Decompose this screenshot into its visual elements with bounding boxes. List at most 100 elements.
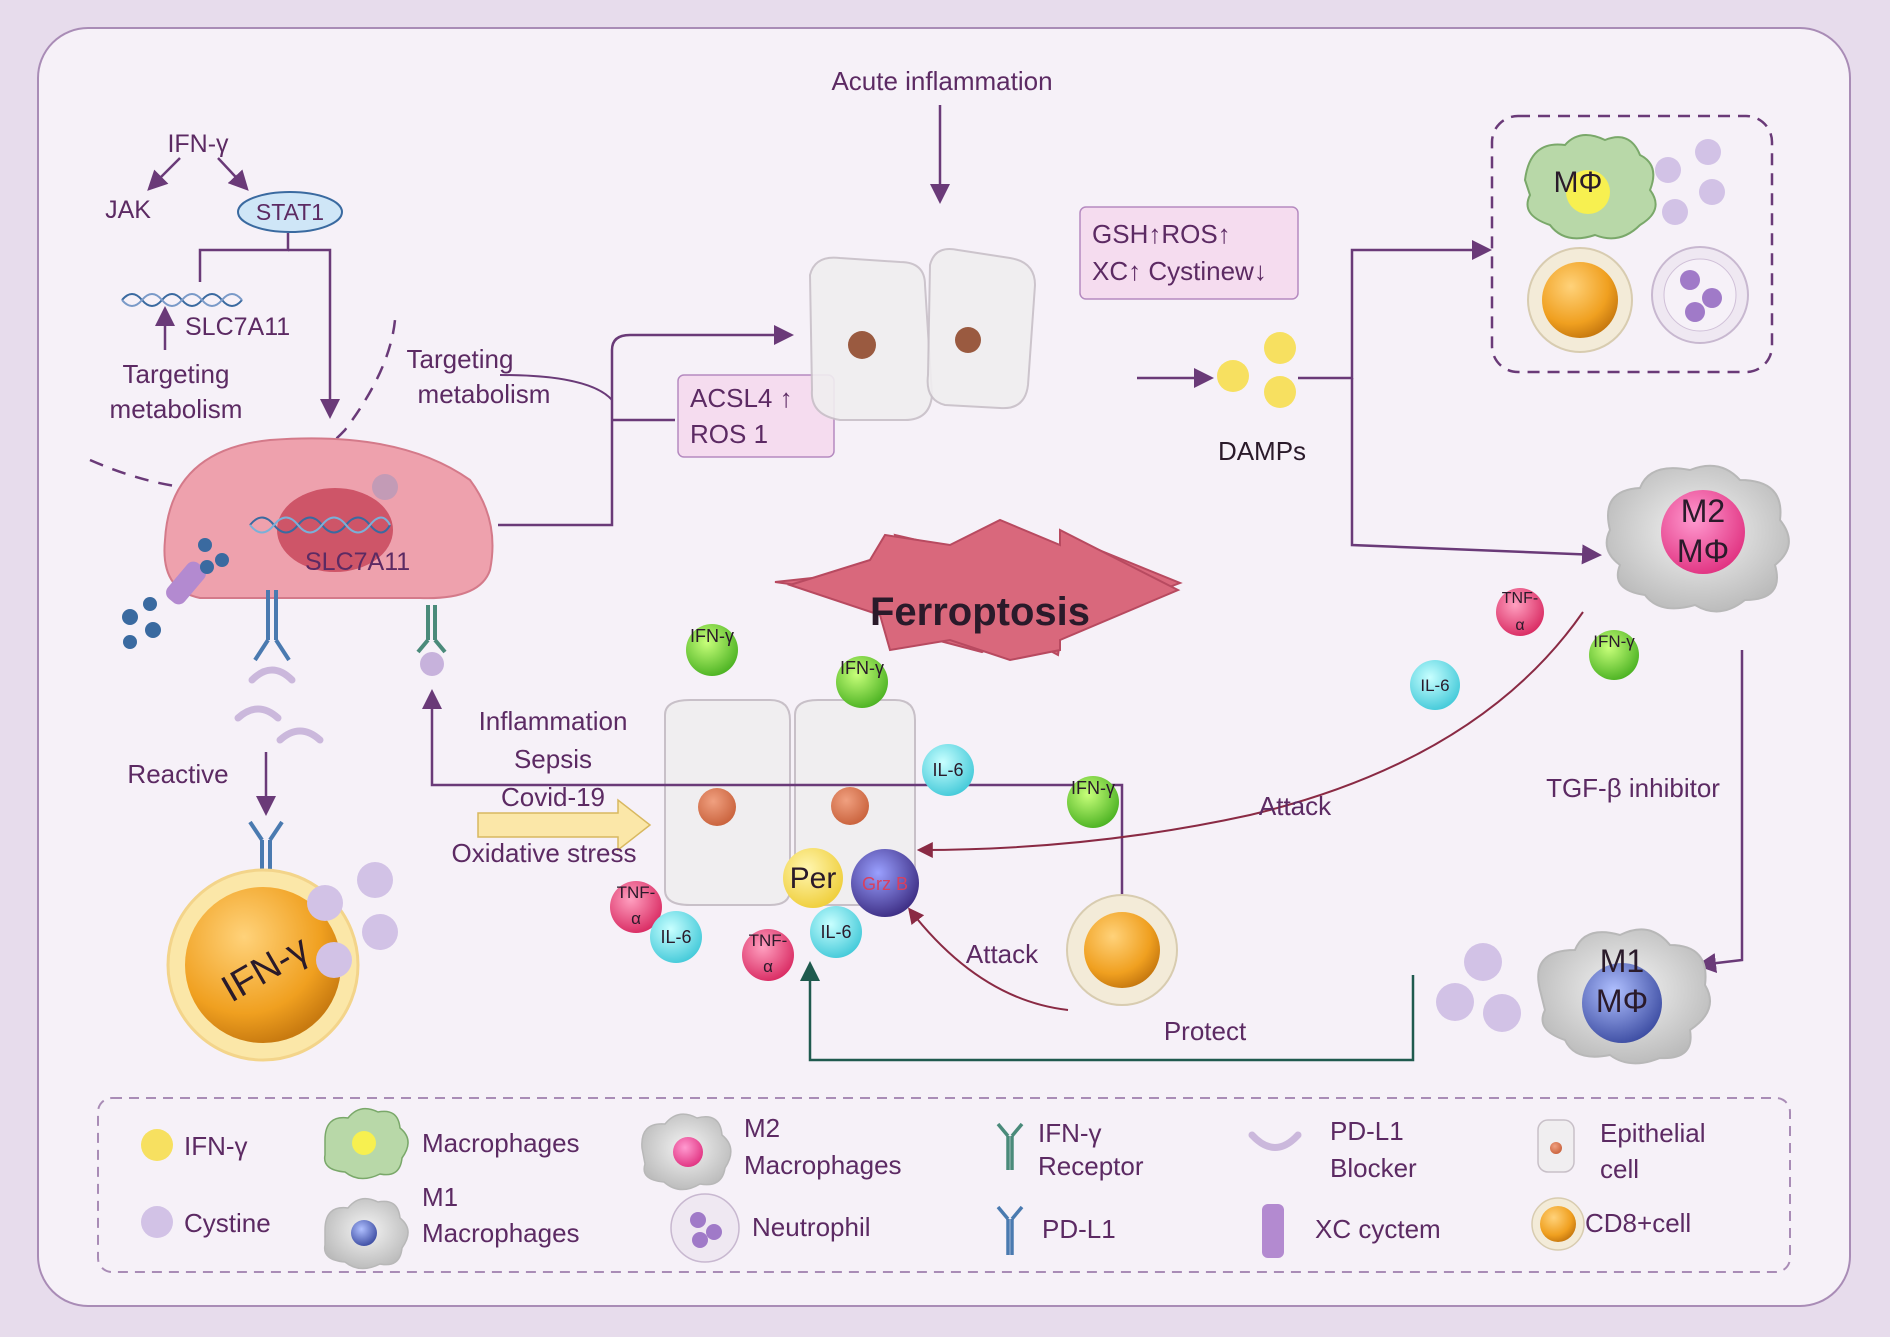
- m1-macrophage: M1 MΦ: [1537, 928, 1711, 1065]
- legend-m2-label-1: M2: [744, 1113, 780, 1143]
- legend-epithelial-label-2: cell: [1600, 1154, 1639, 1184]
- m2-label: M2: [1681, 493, 1725, 529]
- ifn-receptor-icon: [416, 605, 447, 654]
- legend-m2: M2 Macrophages: [641, 1113, 902, 1191]
- damps-cluster: [1217, 332, 1296, 408]
- tgf-label: TGF-β inhibitor: [1546, 773, 1720, 803]
- ifn-center-1-label: IFN-γ: [690, 626, 734, 646]
- legend-blocker-label-2: Blocker: [1330, 1153, 1417, 1183]
- inflammation-label: Inflammation: [479, 706, 628, 736]
- tnf-center-1-label-2: α: [631, 909, 641, 928]
- il6-center-2: IL-6: [650, 911, 702, 963]
- m2-macrophage: M2 MΦ: [1605, 464, 1790, 613]
- per-label: Per: [790, 862, 837, 895]
- covid-label: Covid-19: [501, 782, 605, 812]
- legend-cystine-label: Cystine: [184, 1208, 271, 1238]
- ifn-top-label: IFN-γ: [167, 130, 229, 158]
- ifn-center-2: IFN-γ: [836, 656, 888, 708]
- legend-macrophages-label: Macrophages: [422, 1128, 580, 1158]
- legend-epithelial: Epithelial cell: [1537, 1118, 1706, 1184]
- legend-blocker-label-1: PD-L1: [1330, 1116, 1404, 1146]
- targeting-label-1: Targeting: [123, 359, 230, 389]
- legend-epithelial-label-1: Epithelial: [1600, 1118, 1706, 1148]
- m1-mphi-label: MΦ: [1596, 983, 1648, 1019]
- tnf-center-1-label-1: TNF-: [617, 883, 656, 902]
- legend-pdl1-label: PD-L1: [1042, 1214, 1116, 1244]
- main-panel: [37, 27, 1851, 1307]
- immune-cell-box: [1490, 114, 1774, 374]
- legend-xc-label: XC cyctem: [1315, 1214, 1441, 1244]
- acsl4-label: ACSL4 ↑: [690, 383, 793, 413]
- damps-label: DAMPs: [1218, 436, 1306, 466]
- legend-ifn-receptor: [996, 1122, 1024, 1170]
- attack-label-1: Attack: [1259, 791, 1332, 821]
- tnf-right: TNF- α: [1496, 588, 1544, 636]
- xc-label: XC↑ Cystinew↓: [1092, 256, 1267, 286]
- macrophage-top: MΦ: [1523, 134, 1657, 240]
- legend-m1-label-1: M1: [422, 1182, 458, 1212]
- ifn-pathway: IFN-γ JAK STAT1 SLC7A11 Targeting metabo…: [89, 130, 397, 490]
- legend-ifn-label: IFN-γ: [184, 1131, 248, 1161]
- ferroptosis-label: Ferroptosis: [870, 590, 1090, 634]
- tnf-center-2-label-1: TNF-: [749, 931, 788, 950]
- nucleus-gene-label: SLC7A11: [305, 548, 410, 576]
- cystine-dot: [420, 652, 444, 676]
- il6-center-2-label: IL-6: [660, 927, 691, 947]
- tnf-center-1: TNF- α: [610, 881, 662, 933]
- jak-label: JAK: [105, 196, 151, 224]
- protect-label: Protect: [1164, 1016, 1247, 1046]
- legend-pdl1: [996, 1205, 1024, 1255]
- metabolism-label-2: metabolism: [418, 379, 551, 409]
- tnf-center-2-label-2: α: [763, 957, 773, 976]
- legend-ifn-receptor-label-1: IFN-γ: [1038, 1118, 1102, 1148]
- slc7a11-top-label: SLC7A11: [185, 313, 290, 341]
- ifn-center-2-label: IFN-γ: [840, 658, 884, 678]
- pdl1-blockers: [234, 666, 324, 744]
- ferroptotic-cells-top: [808, 248, 1037, 421]
- legend-ifn-receptor-label-2: Receptor: [1038, 1151, 1144, 1181]
- tnf-right-label-1: TNF-: [1502, 590, 1538, 607]
- legend-neutrophil-label: Neutrophil: [752, 1212, 871, 1242]
- legend-pdl1-blocker: PD-L1 Blocker: [1248, 1116, 1417, 1183]
- ifn-right-label: IFN-γ: [1593, 632, 1635, 651]
- legend-box: [97, 1097, 1791, 1273]
- ifn-center-1: IFN-γ: [686, 624, 738, 676]
- cd8-cell-center: [1066, 894, 1178, 1006]
- attack-label-2: Attack: [966, 939, 1039, 969]
- ifn-center-3: IFN-γ: [1067, 776, 1119, 828]
- m2-mphi-label: MΦ: [1677, 533, 1729, 569]
- legend-macrophages: Macrophages: [323, 1107, 580, 1180]
- targeting-label-2: Targeting: [407, 344, 514, 374]
- oxidative-arrow-icon: [477, 798, 652, 852]
- nucleus-dna-icon: [249, 516, 391, 534]
- mphi-label: MΦ: [1554, 166, 1603, 199]
- sepsis-label: Sepsis: [514, 744, 592, 774]
- legend-cystine: Cystine: [141, 1206, 271, 1238]
- acute-inflammation-label: Acute inflammation: [831, 66, 1052, 96]
- cd8-cell-top: [1527, 247, 1633, 353]
- il6-right-label: IL-6: [1420, 676, 1449, 695]
- legend-neutrophil: Neutrophil: [670, 1193, 871, 1263]
- il6-right: IL-6: [1410, 660, 1460, 710]
- stat1-bubble: [237, 191, 343, 233]
- dna-icon: [121, 293, 243, 307]
- ros-label: ROS 1: [690, 419, 768, 449]
- grzb-label: Grz B: [862, 874, 908, 894]
- ifn-producing-cell: IFN-γ: [166, 862, 398, 1062]
- tumor-cell: SLC7A11: [122, 437, 494, 676]
- ferroptosis-star: Ferroptosis: [774, 518, 1183, 662]
- gsh-label: GSH↑ROS↑: [1092, 219, 1231, 249]
- il6-center-3-label: IL-6: [820, 922, 851, 942]
- gsh-box: [1079, 206, 1299, 300]
- m1-label: M1: [1600, 943, 1644, 979]
- grzb-molecule: Grz B: [851, 849, 919, 917]
- legend-cd8: CD8+cell: [1531, 1197, 1691, 1251]
- reactive-label: Reactive: [127, 759, 228, 789]
- neutrophil-top: [1651, 246, 1749, 344]
- pdl1-icon: [253, 590, 291, 662]
- legend-m2-label-2: Macrophages: [744, 1150, 902, 1180]
- stat1-label: STAT1: [256, 199, 324, 225]
- il6-center-1: IL-6: [922, 744, 974, 796]
